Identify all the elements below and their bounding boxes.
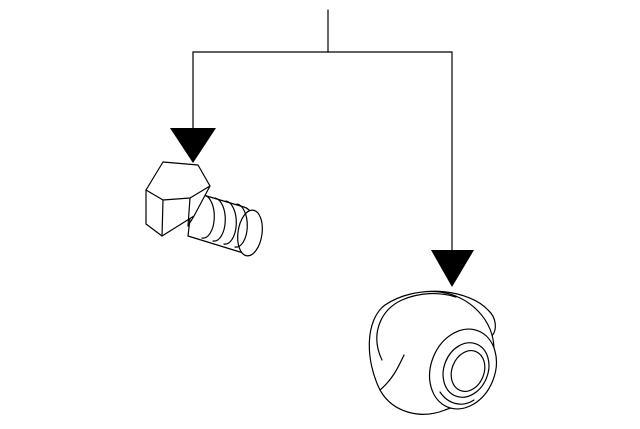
bolt-thread-3 xyxy=(223,200,237,245)
bolt-head-edge-left xyxy=(161,199,164,237)
bushing-bore-shadow xyxy=(439,391,475,405)
bushing-flange-edge xyxy=(376,293,457,361)
arrow-to-bushing-icon xyxy=(431,250,474,287)
flanged-bushing-icon xyxy=(368,290,498,415)
bolt-thread-2 xyxy=(212,197,226,242)
leader-lines xyxy=(192,9,453,253)
bolt-thread-4 xyxy=(234,203,248,248)
bolt-tip xyxy=(237,209,263,257)
bushing-side-line xyxy=(379,354,405,391)
arrow-to-bolt-icon xyxy=(170,128,216,163)
bolt-head-edge-right xyxy=(187,197,191,227)
hex-bolt-icon xyxy=(145,161,263,257)
bushing-bore-outer xyxy=(442,342,490,398)
bushing-bore-inner xyxy=(450,350,486,392)
bolt-head-edge-top xyxy=(145,185,211,201)
bolt-thread-1 xyxy=(201,194,215,239)
bolt-head-edge-bottom xyxy=(187,215,195,227)
